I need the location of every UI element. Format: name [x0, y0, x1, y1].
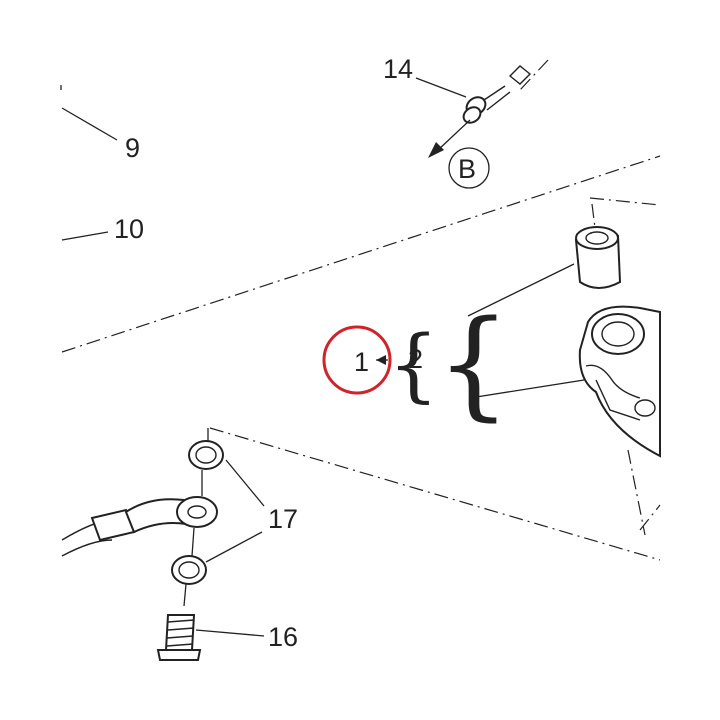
callout-10: 10: [61, 214, 144, 244]
section-lines: [61, 59, 661, 561]
callout-1-label: 1: [354, 347, 369, 377]
washer-lower: [171, 555, 207, 607]
brace-small-icon: {: [388, 318, 439, 411]
callout-2: { { 2: [388, 294, 511, 432]
brace-large-icon: {: [436, 294, 511, 432]
callout-14-label: 14: [383, 54, 413, 84]
bushing-part: [467, 226, 622, 317]
clip-part-14: 14 B: [383, 54, 532, 189]
callout-16-label: 16: [268, 622, 298, 652]
view-b-marker: [448, 147, 490, 189]
callout-17: 17: [205, 459, 298, 563]
callout-1: 1: [322, 325, 392, 395]
arrow-icon: [376, 355, 386, 365]
lever-body-part: [469, 305, 661, 458]
callout-9: 9: [60, 85, 140, 163]
highlight-circle: [322, 325, 392, 395]
callout-10-label: 10: [114, 214, 144, 244]
callout-2-label: 2: [408, 344, 423, 374]
hose-assembly: [61, 470, 218, 557]
arrow-icon: [428, 142, 444, 158]
banjo-bolt-part-16: 16: [156, 614, 298, 661]
washer-upper: [188, 428, 224, 470]
callout-9-label: 9: [125, 133, 140, 163]
view-b-label: B: [458, 154, 476, 184]
callout-17-label: 17: [268, 504, 298, 534]
